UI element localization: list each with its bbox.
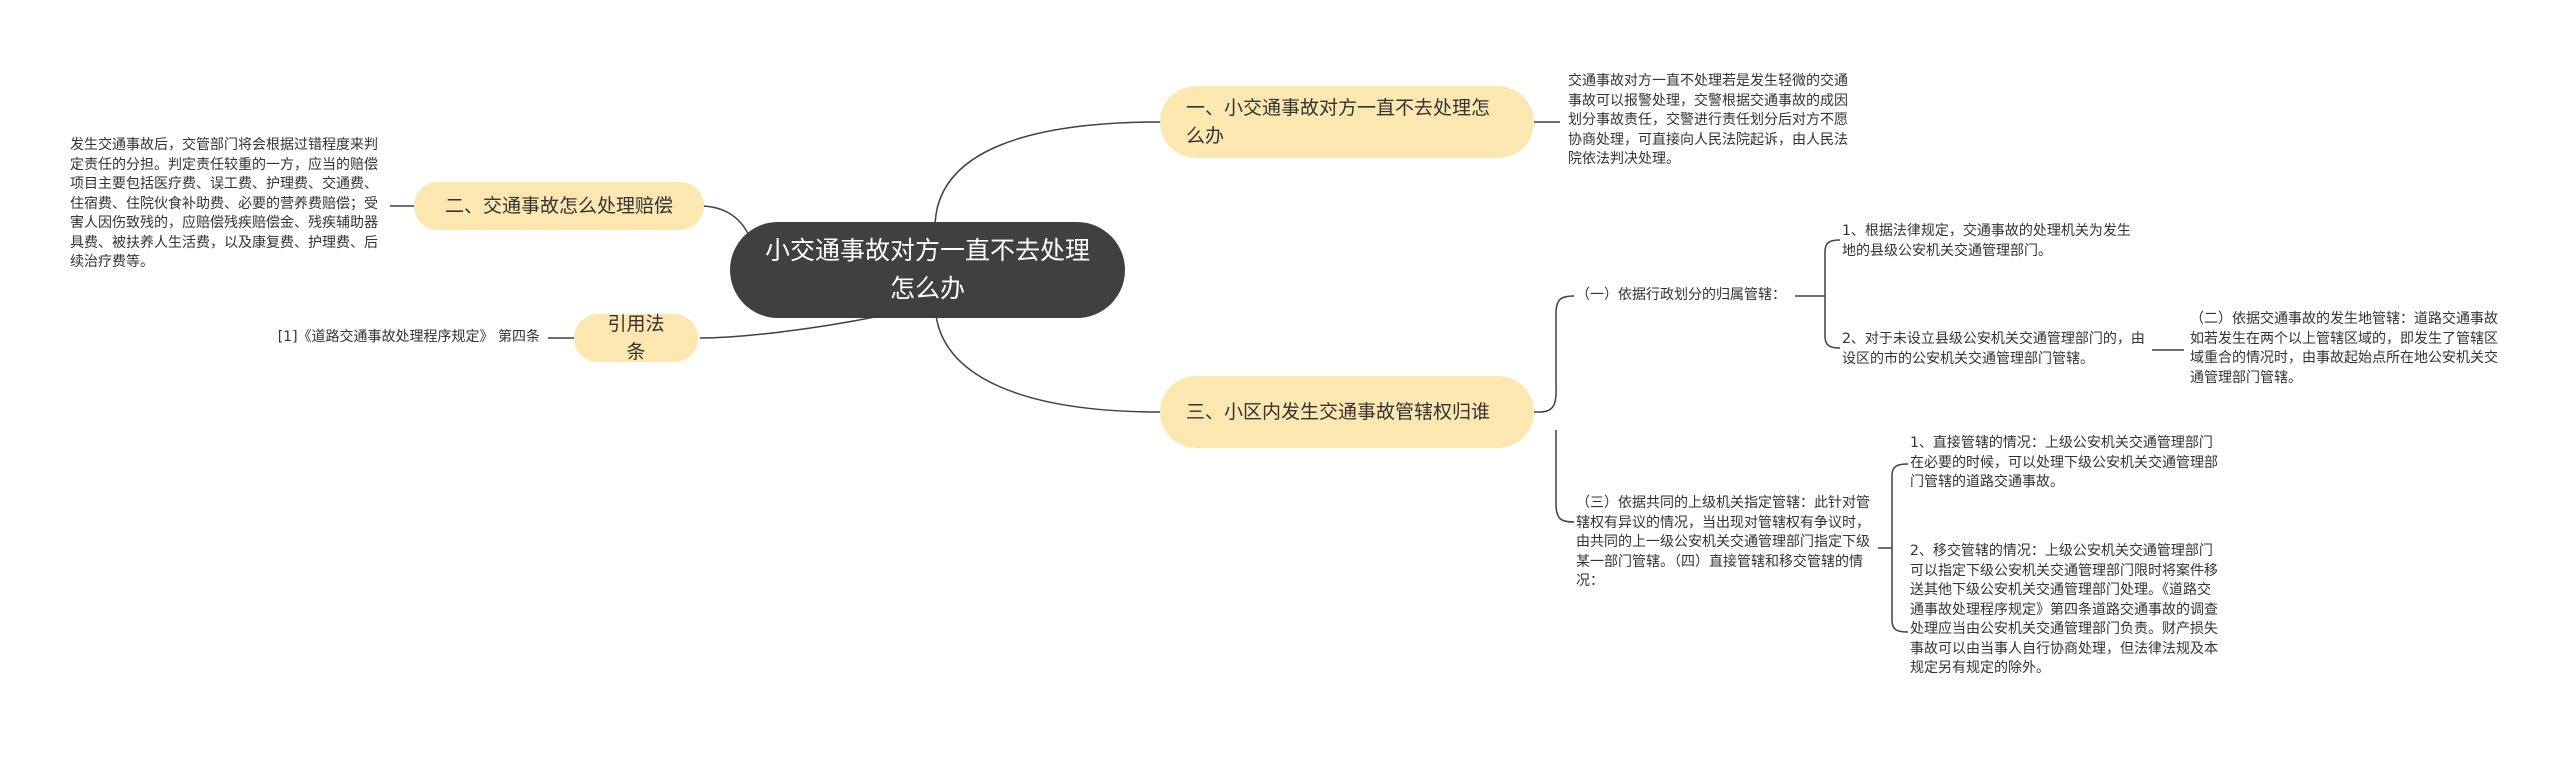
branch-2-label: 二、交通事故怎么处理赔偿 xyxy=(444,195,673,217)
branch-4-sub-3-item-2-text: 2、移交管辖的情况：上级公安机关交通管理部门可以指定下级公安机关交通管理部门限时… xyxy=(1910,543,2218,676)
branch-4-sub-3: （三）依据共同的上级机关指定管辖：此针对管辖权有异议的情况，当出现对管辖权有争议… xyxy=(1576,494,1876,592)
branch-1[interactable]: 一、小交通事故对方一直不去处理怎么办 xyxy=(1160,86,1534,158)
branch-4-sub-3-item-2: 2、移交管辖的情况：上级公安机关交通管理部门可以指定下级公安机关交通管理部门限时… xyxy=(1910,542,2220,679)
root-topic-label: 小交通事故对方一直不去处理怎么办 xyxy=(764,236,1090,303)
branch-2[interactable]: 二、交通事故怎么处理赔偿 xyxy=(414,182,704,230)
branch-4-sub-1-item-2-child: （二）依据交通事故的发生地管辖：道路交通事故如若发生在两个以上管辖区域的，即发生… xyxy=(2190,310,2500,388)
branch-4-sub-1-item-2-child-text: （二）依据交通事故的发生地管辖：道路交通事故如若发生在两个以上管辖区域的，即发生… xyxy=(2190,311,2498,386)
branch-1-detail: 交通事故对方一直不处理若是发生轻微的交通事故可以报警处理，交警根据交通事故的成因… xyxy=(1568,72,1848,170)
branch-3-label: 引用法条 xyxy=(607,313,665,363)
branch-4-sub-3-text: （三）依据共同的上级机关指定管辖：此针对管辖权有异议的情况，当出现对管辖权有争议… xyxy=(1576,495,1870,589)
branch-3-detail-text: [1]《道路交通事故处理程序规定》 第四条 xyxy=(277,329,540,345)
branch-4-label: 三、小区内发生交通事故管辖权归谁 xyxy=(1186,401,1491,423)
link-root-b4 xyxy=(934,301,1161,413)
branch-1-detail-text: 交通事故对方一直不处理若是发生轻微的交通事故可以报警处理，交警根据交通事故的成因… xyxy=(1568,73,1848,167)
branch-4-sub-1-item-2: 2、对于未设立县级公安机关交通管理部门的，由设区的市的公安机关交通管理部门管辖。 xyxy=(1842,330,2147,369)
branch-3-detail: [1]《道路交通事故处理程序规定》 第四条 xyxy=(190,328,540,348)
branch-4-sub-3-item-1: 1、直接管辖的情况：上级公安机关交通管理部门在必要的时候，可以处理下级公安机关交… xyxy=(1910,434,2220,493)
branch-4[interactable]: 三、小区内发生交通事故管辖权归谁 xyxy=(1160,376,1534,448)
branch-4-sub-1-text: （一）依据行政划分的归属管辖： xyxy=(1576,287,1786,303)
link-sub3-items xyxy=(1878,463,1909,633)
branch-4-sub-1-item-1-text: 1、根据法律规定，交通事故的处理机关为发生地的县级公安机关交通管理部门。 xyxy=(1842,223,2131,259)
branch-2-detail-text: 发生交通事故后，交管部门将会根据过错程度来判定责任的分担。判定责任较重的一方，应… xyxy=(70,137,378,270)
link-root-b3 xyxy=(699,315,881,339)
link-sub1-items xyxy=(1795,239,1841,349)
branch-4-sub-1-item-1: 1、根据法律规定，交通事故的处理机关为发生地的县级公安机关交通管理部门。 xyxy=(1842,222,2142,261)
branch-4-sub-3-item-1-text: 1、直接管辖的情况：上级公安机关交通管理部门在必要的时候，可以处理下级公安机关交… xyxy=(1910,435,2218,490)
branch-1-label: 一、小交通事故对方一直不去处理怎么办 xyxy=(1186,97,1491,147)
link-b4-sub xyxy=(1534,295,1575,523)
branch-4-sub-1-item-2-text: 2、对于未设立县级公安机关交通管理部门的，由设区的市的公安机关交通管理部门管辖。 xyxy=(1842,331,2145,367)
link-root-b2 xyxy=(699,205,751,239)
branch-2-detail: 发生交通事故后，交管部门将会根据过错程度来判定责任的分担。判定责任较重的一方，应… xyxy=(70,136,382,273)
branch-4-sub-1: （一）依据行政划分的归属管辖： xyxy=(1576,286,1816,306)
root-topic[interactable]: 小交通事故对方一直不去处理怎么办 xyxy=(730,222,1125,318)
link-root-b1 xyxy=(934,121,1161,229)
branch-3[interactable]: 引用法条 xyxy=(574,313,698,363)
